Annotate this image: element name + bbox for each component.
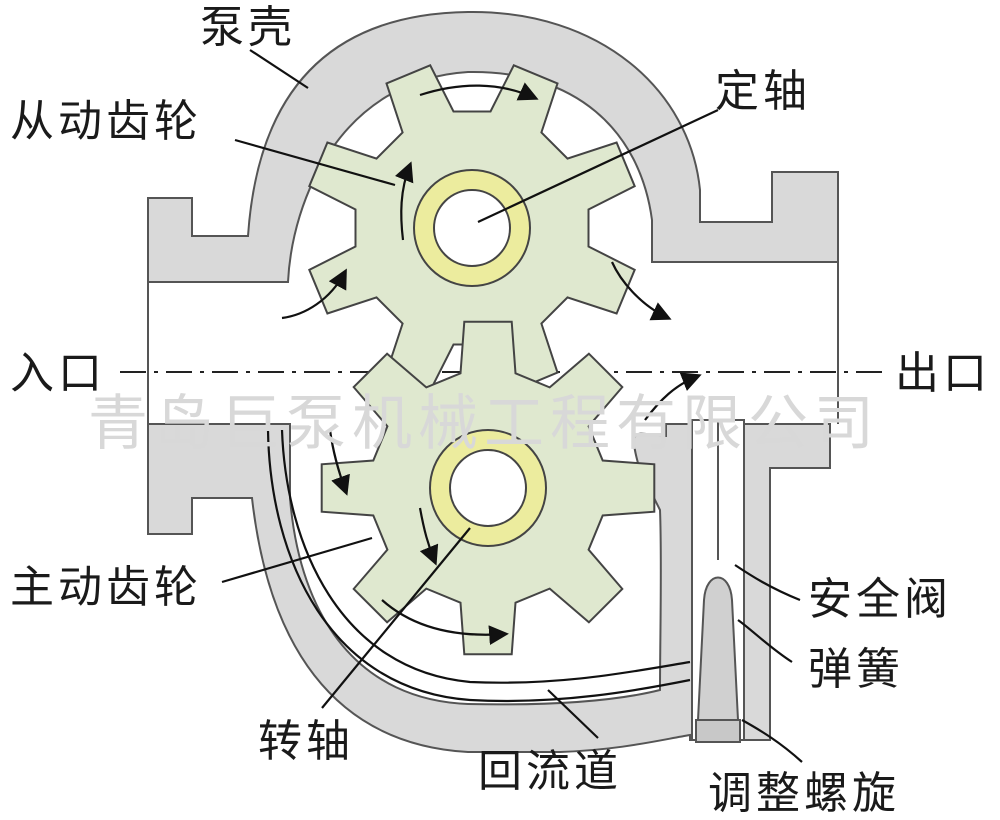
leader-lines bbox=[221, 49, 803, 763]
return-channel-line-1 bbox=[266, 429, 691, 703]
drive-gear bbox=[320, 320, 656, 656]
label-driven-gear: 从动齿轮 bbox=[10, 96, 202, 147]
leader-rotating-shaft bbox=[321, 527, 471, 709]
pump-casing bbox=[147, 10, 839, 753]
leader-driven-gear bbox=[234, 138, 396, 187]
flow-arrow-left-drive bbox=[328, 429, 350, 496]
driven-gear-shaft-hole bbox=[433, 189, 511, 267]
leader-return-channel bbox=[547, 689, 599, 739]
flow-arrow-outlet-up bbox=[644, 372, 702, 421]
flow-arrow-inlet-up bbox=[281, 268, 347, 320]
label-pump-casing: 泵壳 bbox=[200, 2, 296, 53]
drive-gear-shaft-hole bbox=[449, 449, 527, 527]
label-inlet: 入口 bbox=[10, 348, 106, 399]
leader-adjusting-screw bbox=[741, 719, 803, 763]
safety-valve-body bbox=[696, 576, 740, 721]
flow-passage bbox=[147, 262, 839, 424]
adjusting-screw-head bbox=[695, 719, 741, 743]
label-drive-gear: 主动齿轮 bbox=[10, 562, 202, 613]
flow-arrow-left-driven bbox=[394, 161, 414, 241]
labels: 泵壳 从动齿轮 定轴 入口 出口 主动齿轮 安全阀 弹簧 转轴 回流道 调整螺旋 bbox=[10, 2, 991, 819]
label-outlet: 出口 bbox=[895, 348, 991, 399]
label-fixed-shaft: 定轴 bbox=[715, 66, 811, 117]
return-channel-line-2 bbox=[280, 429, 691, 684]
flow-arrow-top bbox=[419, 82, 539, 101]
gears bbox=[308, 64, 656, 656]
leader-spring bbox=[737, 619, 793, 663]
leader-fixed-shaft bbox=[477, 109, 719, 223]
leader-pump-casing bbox=[249, 49, 309, 89]
flow-arrow-drive-down bbox=[418, 507, 439, 566]
flow-arrow-bottom bbox=[381, 599, 509, 646]
label-spring: 弹簧 bbox=[808, 644, 904, 695]
label-adjusting-screw: 调整螺旋 bbox=[708, 768, 900, 819]
leader-drive-gear bbox=[221, 536, 373, 584]
label-return-channel: 回流道 bbox=[478, 746, 622, 797]
driven-gear bbox=[308, 64, 636, 392]
label-safety-valve: 安全阀 bbox=[808, 574, 952, 625]
leader-safety-valve bbox=[734, 564, 801, 602]
flow-arrow-outlet-down bbox=[610, 261, 672, 321]
watermark: 青岛巨泵机械工程有限公司 bbox=[88, 389, 880, 459]
label-rotating-shaft: 转轴 bbox=[258, 716, 354, 767]
casing-top-dome bbox=[147, 10, 839, 283]
flow-arrows bbox=[281, 82, 702, 646]
casing-bottom-dome bbox=[147, 423, 831, 753]
